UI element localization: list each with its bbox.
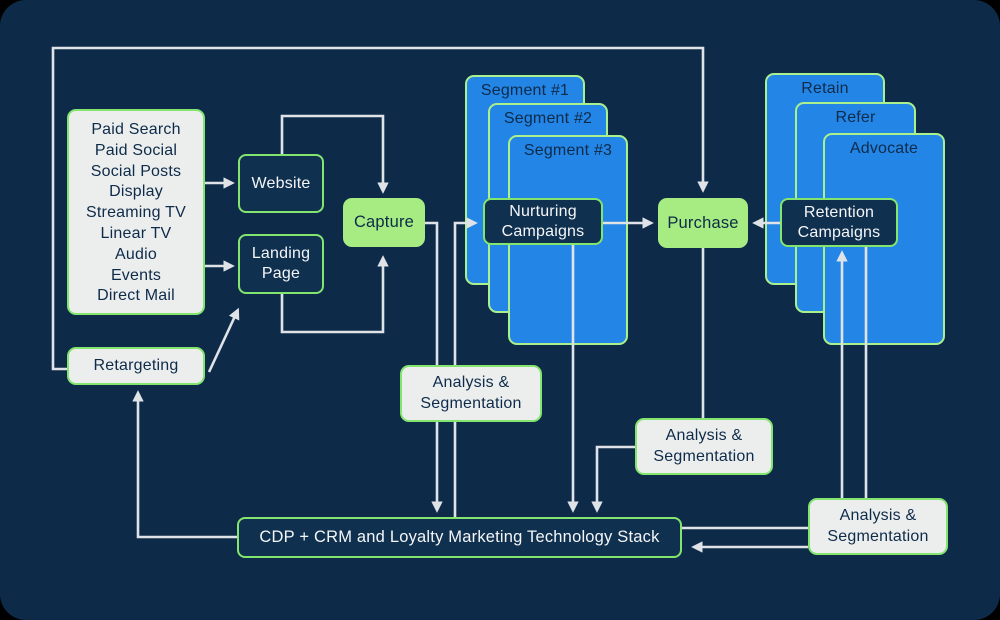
wire-website-to-capture: [280, 114, 389, 194]
capture-box: Capture: [343, 198, 425, 247]
cdp-crm-stack-box: CDP + CRM and Loyalty Marketing Technolo…: [237, 517, 682, 558]
purchase-box: Purchase: [658, 198, 748, 248]
cdp-crm-stack-label: CDP + CRM and Loyalty Marketing Technolo…: [259, 528, 660, 547]
retargeting-box: Retargeting: [67, 347, 205, 385]
channel-item: Audio: [115, 245, 157, 263]
advocate-label: Advocate: [849, 140, 919, 157]
segment-3-label: Segment #3: [523, 142, 613, 159]
refer-label: Refer: [835, 109, 876, 126]
segment-2-label: Segment #2: [503, 110, 593, 127]
landing-page-label: Landing Page: [251, 245, 311, 282]
retargeting-label: Retargeting: [93, 356, 179, 374]
analysis-segmentation-label: Analysis & Segmentation: [827, 506, 929, 545]
wire-retargeting-to-landing-page: [207, 307, 240, 373]
retention-campaigns-box: Retention Campaigns: [780, 198, 898, 247]
media-channels-box: Paid Search Paid Social Social Posts Dis…: [67, 109, 205, 315]
analysis-segmentation-label: Analysis & Segmentation: [653, 426, 755, 465]
retention-campaigns-label: Retention Campaigns: [797, 203, 881, 241]
segment-1-label: Segment #1: [480, 82, 570, 99]
wire-analysis-mid-to-cdp: [591, 445, 635, 513]
channel-item: Linear TV: [100, 224, 172, 242]
analysis-segmentation-box-left: Analysis & Segmentation: [400, 365, 542, 422]
wire-retargeting-loop-to-purchase: [51, 46, 709, 371]
channel-item: Direct Mail: [97, 287, 175, 305]
nurturing-campaigns-label: Nurturing Campaigns: [501, 202, 585, 240]
analysis-segmentation-box-right: Analysis & Segmentation: [808, 498, 948, 555]
capture-label: Capture: [353, 213, 415, 231]
purchase-label: Purchase: [667, 213, 739, 232]
channel-item: Paid Social: [94, 141, 178, 159]
analysis-segmentation-label: Analysis & Segmentation: [420, 373, 522, 412]
channel-item: Events: [110, 266, 162, 284]
retain-label: Retain: [801, 80, 849, 97]
website-box: Website: [238, 154, 324, 213]
landing-page-box: Landing Page: [238, 234, 324, 294]
channel-item: Display: [109, 183, 163, 201]
wire-landing-page-to-capture: [280, 255, 389, 334]
channel-item: Social Posts: [90, 162, 182, 180]
analysis-segmentation-box-mid: Analysis & Segmentation: [635, 418, 773, 475]
website-label: Website: [251, 174, 311, 192]
channel-item: Streaming TV: [86, 204, 186, 222]
wire-cdp-to-retargeting: [132, 390, 237, 539]
nurturing-campaigns-box: Nurturing Campaigns: [483, 198, 603, 245]
channel-item: Paid Search: [91, 121, 181, 138]
